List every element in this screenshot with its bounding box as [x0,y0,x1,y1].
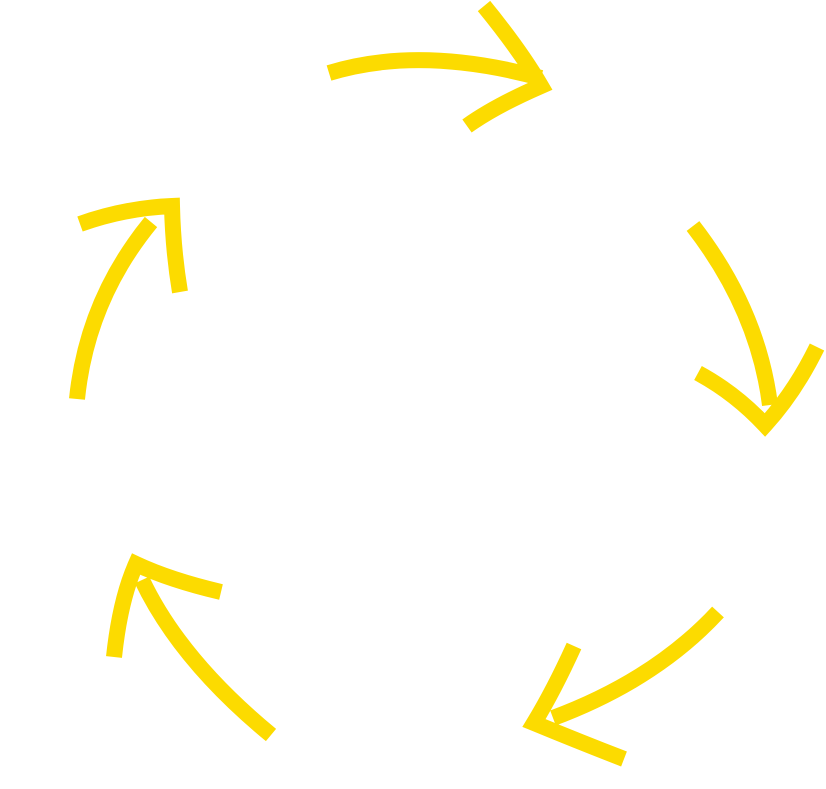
cycle-arrow-5-shaft [69,216,158,400]
cycle-arrow-1-shaft [326,52,544,86]
cycle-arrow-3 [522,606,724,767]
cycle-arrow-1 [326,0,553,133]
cycle-arrow-4-shaft [134,576,277,742]
cycle-arrow-2-shaft [686,221,778,407]
cycle-arrow-2-head [694,343,825,437]
cycle-arrow-5 [69,197,188,400]
cycle-arrow-3-head [522,642,627,767]
cycle-arrow-3-shaft [550,606,724,726]
cycle-arrow-2 [686,221,825,437]
cycle-arrow-4-head [106,553,223,658]
cycle-arrow-5-head [77,197,188,294]
cycle-arrow-4 [106,553,277,742]
cycle-arrow-1-head [462,0,553,133]
